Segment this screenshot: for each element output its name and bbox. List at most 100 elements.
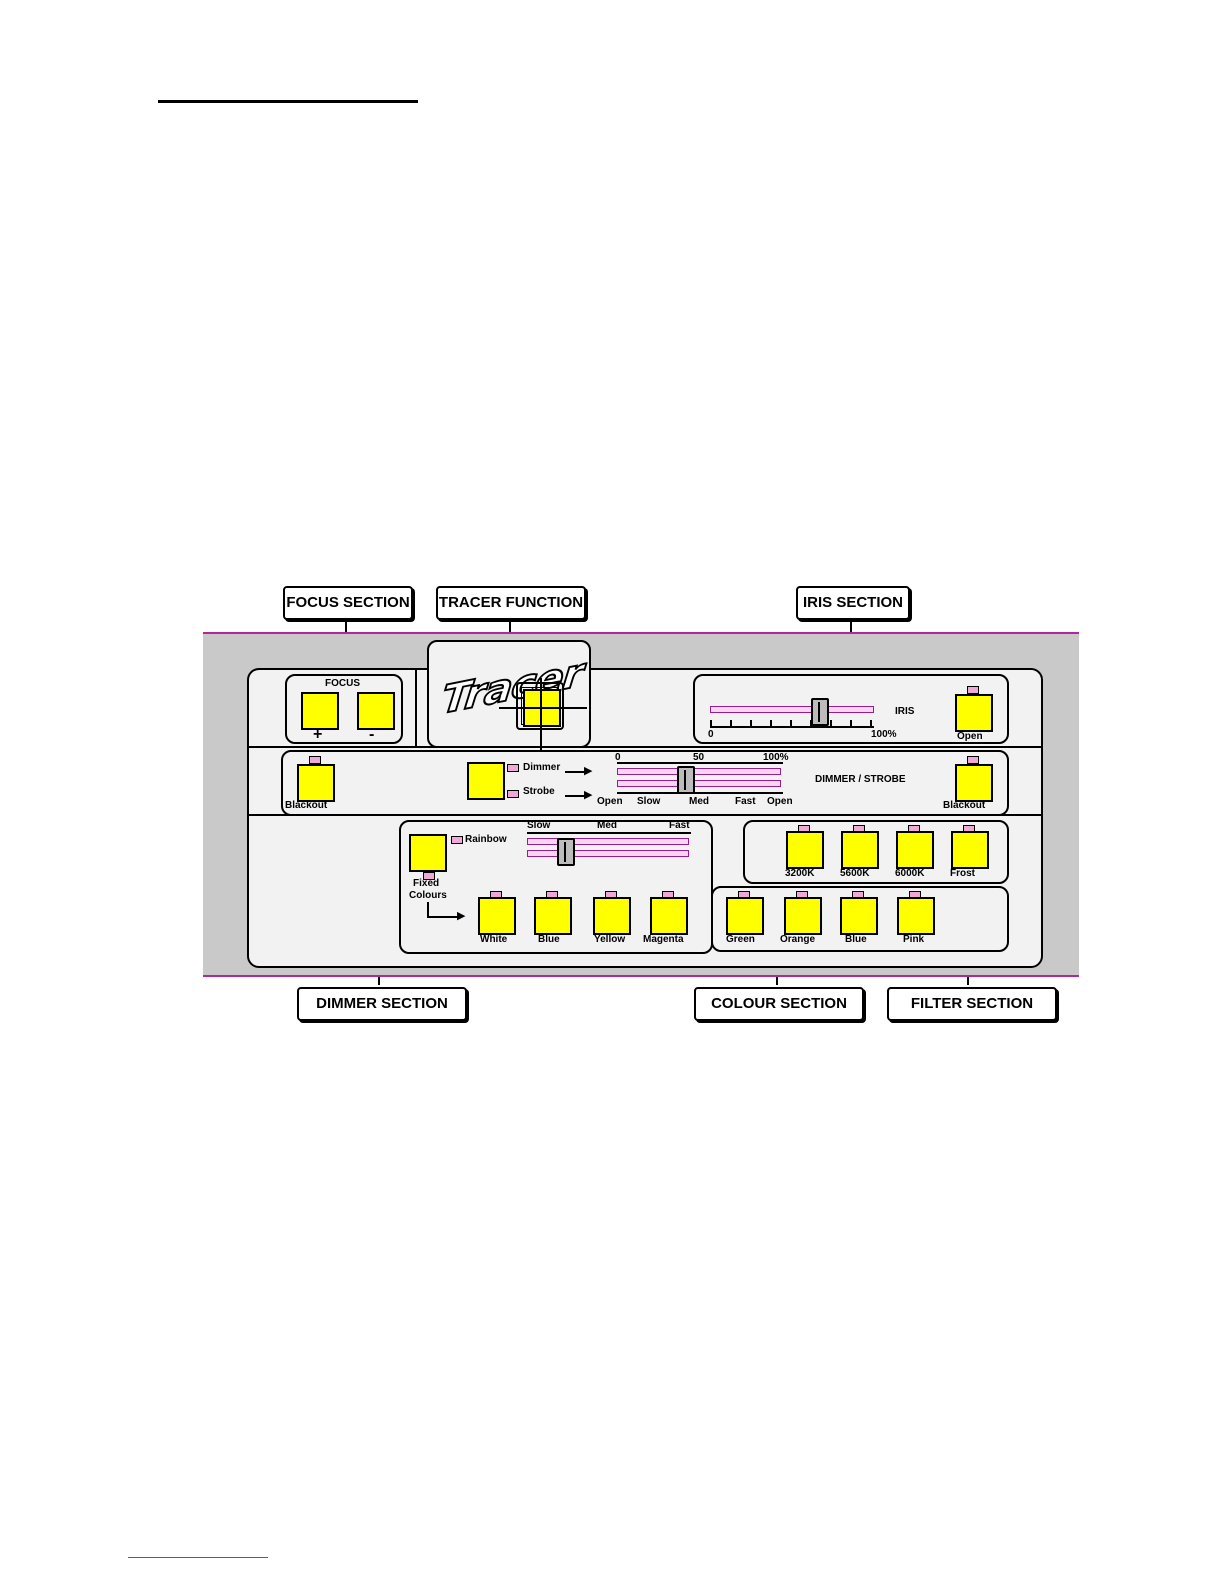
- strobe-slider-track[interactable]: [617, 780, 781, 787]
- dimmer-scale-mid: 50: [693, 752, 705, 763]
- strobe-arrow-line: [565, 795, 587, 797]
- strobe-arrow-head: ▶: [584, 789, 593, 801]
- filter-button-3[interactable]: [896, 831, 934, 869]
- blackout-right-led: [967, 756, 979, 764]
- iris-tick: [790, 720, 792, 727]
- rainbow-select-button[interactable]: [409, 834, 447, 872]
- blackout-right-label: Blackout: [943, 800, 986, 811]
- colour-label-white: White: [480, 934, 508, 945]
- strobe-bottom-scale: [617, 792, 783, 794]
- colour-button-blue-2[interactable]: [840, 897, 878, 935]
- tracer-crosshair-v: [540, 678, 542, 756]
- colour-label-blue-2: Blue: [845, 934, 867, 945]
- rainbow-slider-knob[interactable]: [557, 838, 575, 866]
- iris-tick: [770, 720, 772, 727]
- dimmer-slider-track[interactable]: [617, 768, 781, 775]
- fixed-arrow-h: [427, 916, 459, 918]
- iris-tick: [710, 720, 712, 727]
- colour-button-magenta[interactable]: [650, 897, 688, 935]
- iris-slider-track[interactable]: [710, 706, 874, 713]
- iris-open-label: Open: [957, 731, 983, 742]
- dimmer-led: [507, 764, 519, 772]
- colour-button-pink[interactable]: [897, 897, 935, 935]
- iris-tick: [730, 720, 732, 727]
- focus-title: FOCUS: [325, 678, 360, 689]
- colour-button-white[interactable]: [478, 897, 516, 935]
- dimmer-top-scale: [617, 762, 783, 764]
- rainbow-led: [451, 836, 463, 844]
- console-background: FOCUS + - Tracer 0 100% IRIS Open Blacko…: [203, 632, 1079, 977]
- colour-label-green: Green: [726, 934, 755, 945]
- dimmer-mid-text: DIMMER / STROBE: [815, 774, 906, 785]
- iris-open-led: [967, 686, 979, 694]
- focus-plus-button[interactable]: [301, 692, 339, 730]
- fixed-label: Fixed: [413, 878, 440, 889]
- rainbow-scale: [527, 832, 691, 834]
- blackout-left-label: Blackout: [285, 800, 328, 811]
- focus-plus-label: +: [313, 726, 323, 743]
- dimmer-label: Dimmer: [523, 762, 561, 773]
- rainbow-slider-track-2[interactable]: [527, 850, 689, 857]
- iris-section-callout: IRIS SECTION: [796, 586, 910, 620]
- filter-label-3: 6000K: [895, 868, 925, 879]
- colour-button-blue[interactable]: [534, 897, 572, 935]
- iris-tick: [830, 720, 832, 727]
- iris-open-button[interactable]: [955, 694, 993, 732]
- blackout-led: [309, 756, 321, 764]
- fixed-colours-led: [423, 872, 435, 880]
- dimmer-section-callout: DIMMER SECTION: [297, 987, 467, 1021]
- focus-section-callout: FOCUS SECTION: [283, 586, 413, 620]
- colour-label-orange: Orange: [780, 934, 816, 945]
- filter-label-1: 3200K: [785, 868, 815, 879]
- iris-scale-end: 100%: [871, 729, 897, 740]
- iris-slider-knob[interactable]: [811, 698, 829, 726]
- filter-label-2: 5600K: [840, 868, 870, 879]
- blackout-right-button[interactable]: [955, 764, 993, 802]
- colours-label: Colours: [409, 890, 447, 901]
- fixed-arrow-head: ▶: [457, 910, 466, 922]
- filter-button-2[interactable]: [841, 831, 879, 869]
- fixed-arrow-v: [427, 902, 429, 916]
- strobe-open-label: Open: [597, 796, 623, 807]
- tracer-function-callout: TRACER FUNCTION: [436, 586, 586, 620]
- rainbow-label: Rainbow: [465, 834, 507, 845]
- blackout-left-button[interactable]: [297, 764, 335, 802]
- iris-label: IRIS: [895, 706, 915, 717]
- heading-underline: [158, 100, 418, 103]
- colour-button-yellow[interactable]: [593, 897, 631, 935]
- strobe-fast-label: Fast: [735, 796, 756, 807]
- tracer-crosshair-h: [499, 707, 587, 709]
- colour-label-blue: Blue: [538, 934, 560, 945]
- strobe-med-label: Med: [689, 796, 709, 807]
- dimmer-scale-end: 100%: [763, 752, 789, 763]
- strobe-end-label: Open: [767, 796, 793, 807]
- iris-tick: [870, 720, 872, 727]
- focus-minus-button[interactable]: [357, 692, 395, 730]
- colour-section-callout: COLOUR SECTION: [694, 987, 864, 1021]
- dimmer-strobe-select-button[interactable]: [467, 762, 505, 800]
- rainbow-fast-label: Fast: [669, 820, 690, 831]
- dimmer-slider-knob[interactable]: [677, 766, 695, 794]
- colour-button-green[interactable]: [726, 897, 764, 935]
- colour-label-pink: Pink: [903, 934, 925, 945]
- strobe-slow-label: Slow: [637, 796, 661, 807]
- row-divider-1: [249, 746, 1041, 748]
- dimmer-arrow-line: [565, 771, 587, 773]
- dimmer-scale-start: 0: [615, 752, 621, 763]
- filter-button-1[interactable]: [786, 831, 824, 869]
- dimmer-arrow-head: ▶: [584, 765, 593, 777]
- focus-minus-label: -: [369, 726, 375, 743]
- colour-button-orange[interactable]: [784, 897, 822, 935]
- rainbow-slider-track[interactable]: [527, 838, 689, 845]
- strobe-label: Strobe: [523, 786, 555, 797]
- iris-tick: [850, 720, 852, 727]
- rainbow-med-label: Med: [597, 820, 617, 831]
- iris-scale-start: 0: [708, 729, 714, 740]
- filter-button-4[interactable]: [951, 831, 989, 869]
- focus-divider: [415, 670, 417, 746]
- iris-tick: [750, 720, 752, 727]
- tracer-leader-line: [509, 620, 511, 638]
- rainbow-slow-label: Slow: [527, 820, 551, 831]
- filter-section-callout: FILTER SECTION: [887, 987, 1057, 1021]
- colour-label-magenta: Magenta: [643, 934, 684, 945]
